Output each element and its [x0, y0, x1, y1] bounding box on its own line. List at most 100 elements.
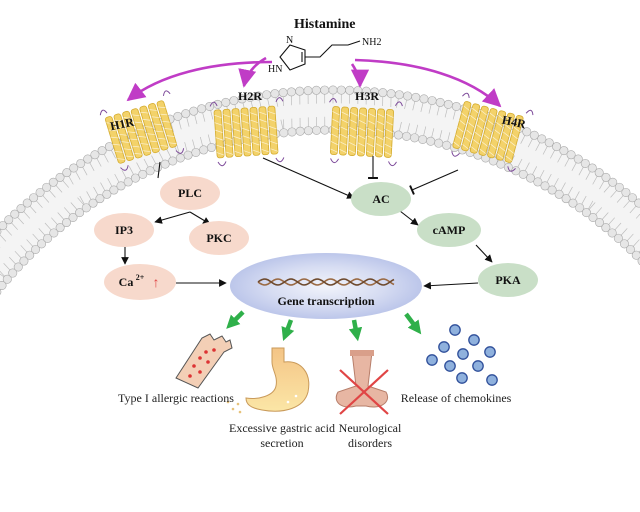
node-ac: AC	[351, 182, 411, 216]
chemokine-dot	[473, 361, 483, 371]
svg-text:IP3: IP3	[115, 223, 133, 237]
lipid-head	[420, 95, 428, 103]
lipid-head	[337, 86, 345, 94]
svg-text:Ca: Ca	[119, 275, 134, 289]
arm-rash-icon	[176, 334, 232, 388]
label-h3r: H3R	[355, 89, 379, 103]
lipid-head	[403, 92, 411, 100]
chemokine-dot	[445, 361, 455, 371]
arrow-plc-ip3	[155, 212, 190, 222]
title-histamine: Histamine	[294, 17, 355, 32]
label-gastric-2: secretion	[260, 436, 303, 450]
lipid-head	[222, 98, 230, 106]
lipid-head	[426, 137, 434, 145]
arrow-out-neuro	[354, 320, 357, 336]
lipid-head	[176, 154, 184, 162]
lipid-head	[271, 89, 279, 97]
svg-text:2+: 2+	[136, 273, 145, 282]
chemokine-dot	[487, 375, 497, 385]
chemokine-dot	[485, 347, 495, 357]
lipid-head	[288, 128, 296, 136]
svg-text:PKA: PKA	[495, 273, 521, 287]
chemokine-dot	[439, 342, 449, 352]
node-ca: Ca 2+ ↑	[104, 264, 176, 300]
chemokine-dot	[450, 325, 460, 335]
arrow-camp-pka	[476, 245, 492, 262]
lipid-head	[189, 107, 197, 115]
lipid-head	[279, 88, 287, 96]
gene-transcription: Gene transcription	[230, 253, 422, 319]
lipid-head	[213, 100, 221, 108]
lipid-head	[442, 141, 450, 149]
lipid-head	[428, 96, 436, 104]
lipid-head	[182, 109, 190, 117]
lipid-head	[321, 126, 329, 134]
lipid-head	[199, 146, 207, 154]
lipid-head	[418, 135, 426, 143]
lipid-head	[434, 139, 442, 147]
lipid-head	[296, 87, 304, 95]
svg-text:AC: AC	[372, 192, 389, 206]
lipid-head	[387, 89, 395, 97]
lipid-head	[153, 163, 161, 171]
lipid-head	[312, 126, 320, 134]
arrow-out-chemokines	[406, 314, 418, 330]
mol-n-top: N	[286, 35, 293, 46]
svg-text:Gene transcription: Gene transcription	[278, 294, 375, 308]
lipid-head	[161, 160, 169, 168]
lipid-head	[207, 143, 215, 151]
node-pka: PKA	[478, 263, 538, 297]
arrow-out-gastric	[285, 320, 291, 336]
arrow-out-allergic	[230, 312, 243, 325]
lipid-head	[197, 105, 205, 113]
label-neuro-1: Neurological	[339, 421, 402, 435]
lipid-head	[169, 157, 177, 165]
lipid-head	[635, 199, 640, 207]
svg-text:PLC: PLC	[178, 186, 202, 200]
svg-text:PKC: PKC	[206, 231, 231, 245]
lipid-head	[287, 88, 295, 96]
lipid-head	[192, 148, 200, 156]
node-plc: PLC	[160, 176, 220, 210]
chemokine-dot	[469, 335, 479, 345]
lipid-head	[436, 98, 444, 106]
chemokine-dot	[458, 349, 468, 359]
arrow-plc-pkc	[190, 212, 210, 224]
lipid-head	[444, 100, 452, 108]
lipid-head	[312, 86, 320, 94]
label-allergic: Type I allergic reactions	[118, 391, 234, 405]
lipid-head	[320, 86, 328, 94]
lipid-head	[410, 134, 418, 142]
lipid-head	[345, 86, 353, 94]
chemokine-dots-icon	[427, 325, 497, 385]
lipid-head	[402, 132, 410, 140]
label-neuro-2: disorders	[348, 436, 392, 450]
chemokine-dot	[457, 373, 467, 383]
lipid-head	[139, 170, 147, 178]
lipid-head	[530, 131, 538, 139]
arrow-pka-gene	[424, 283, 478, 286]
lipid-head	[329, 86, 337, 94]
lipid-head	[304, 127, 312, 135]
mol-nh2: NH2	[362, 37, 381, 48]
lipid-head	[184, 151, 192, 159]
label-gastric-1: Excessive gastric acid	[229, 421, 335, 435]
label-h2r: H2R	[238, 89, 262, 103]
svg-text:cAMP: cAMP	[433, 223, 466, 237]
node-ip3: IP3	[94, 213, 154, 247]
inhibit-h4r-ac	[412, 170, 458, 190]
up-arrow-icon: ↑	[153, 276, 160, 291]
node-camp: cAMP	[417, 213, 481, 247]
lipid-head	[146, 167, 154, 175]
lipid-head	[262, 91, 270, 99]
chemokine-dot	[427, 355, 437, 365]
label-chemokines: Release of chemokines	[401, 391, 512, 405]
arrow-ac-camp	[400, 211, 418, 225]
arrow-to-h3r	[352, 64, 360, 86]
lipid-head	[296, 127, 304, 135]
lipid-head	[452, 102, 460, 110]
lipid-head	[394, 131, 402, 139]
stomach-icon	[227, 348, 309, 413]
